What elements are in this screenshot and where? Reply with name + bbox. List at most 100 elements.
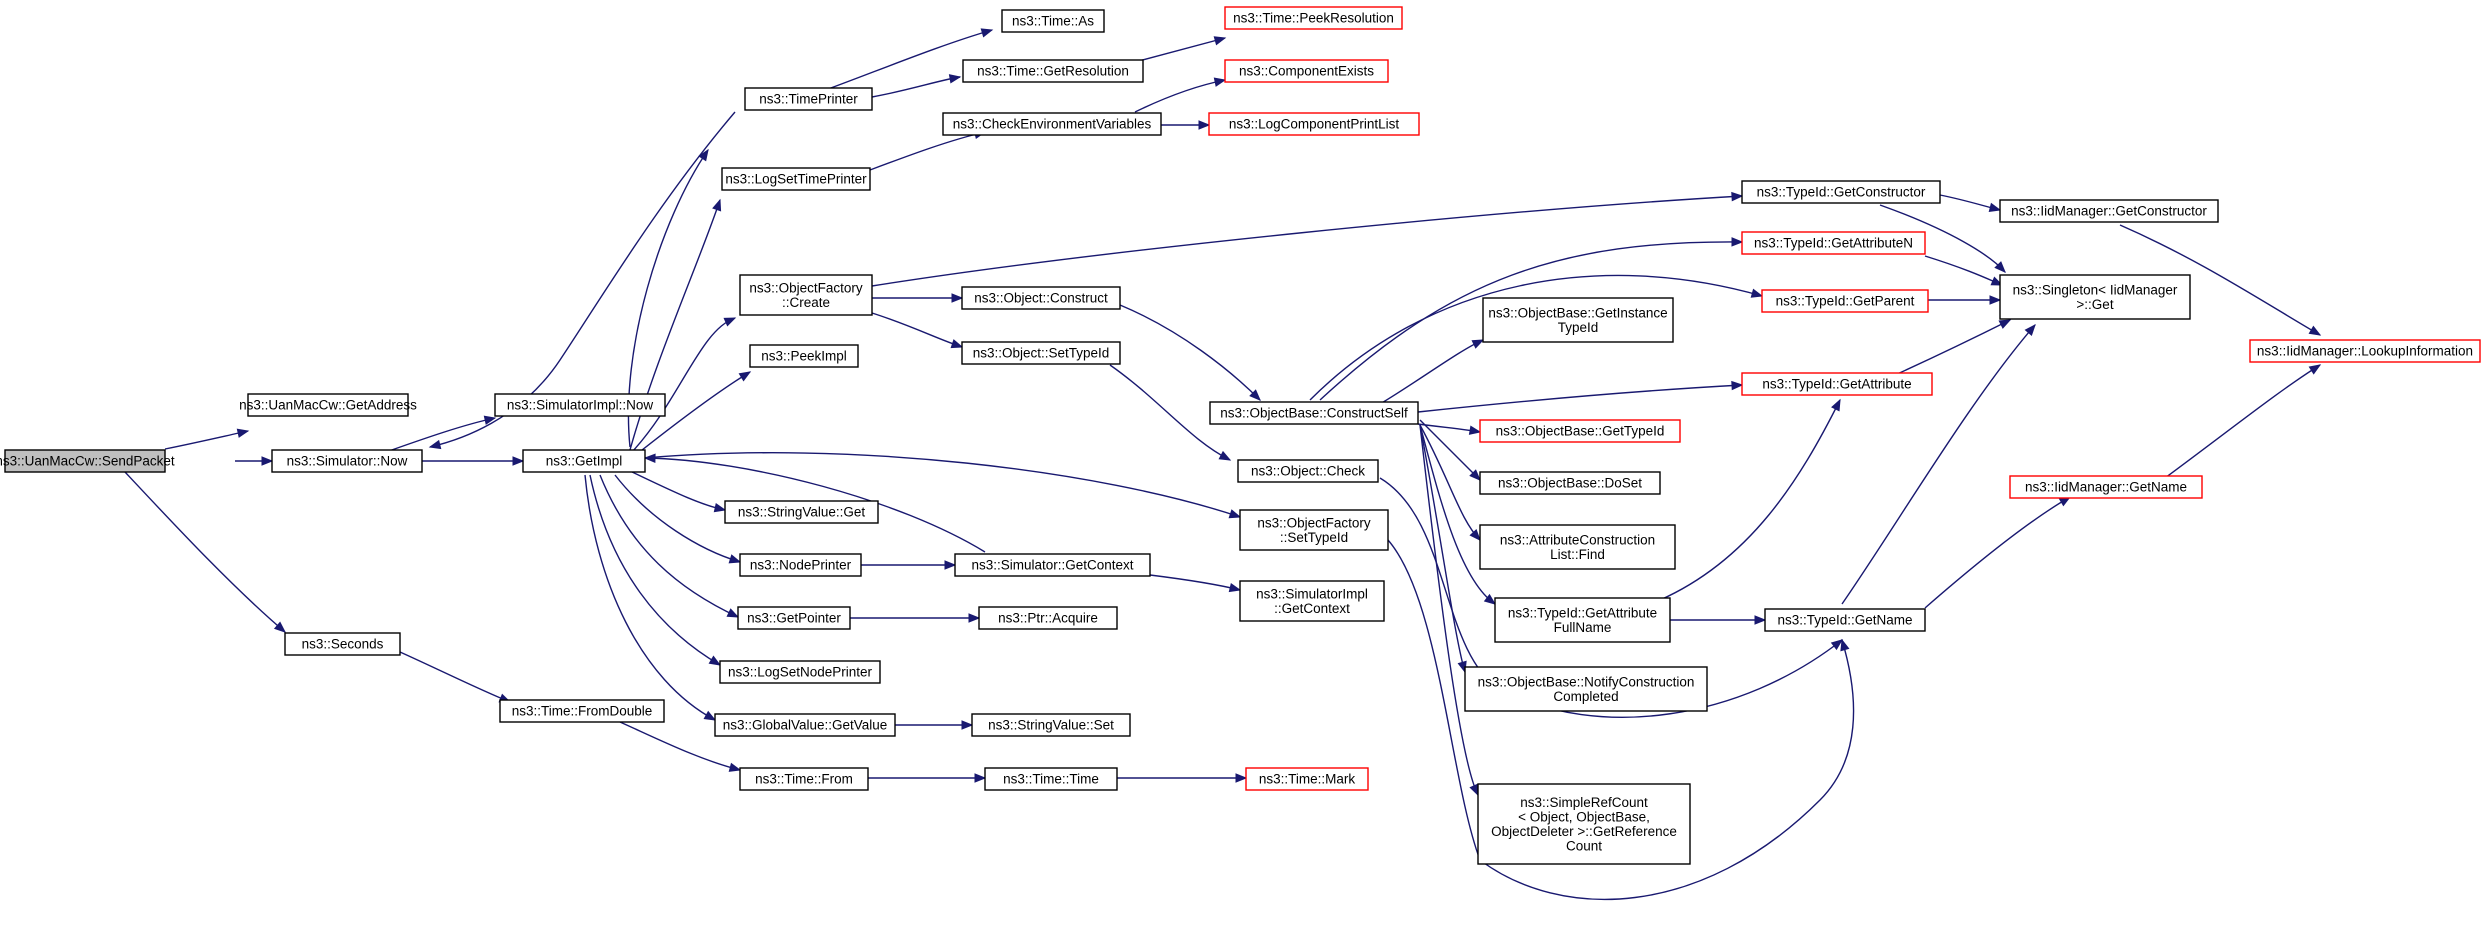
edge-getimpl-stringvalueget [629,470,726,511]
edge-objectconstruct-constructself [1119,304,1261,401]
node-timemark[interactable]: ns3::Time::Mark [1245,767,1369,791]
node-label: ns3::StringValue::Get [738,505,866,520]
node-seconds[interactable]: ns3::Seconds [284,632,401,656]
edge-arrowhead [950,339,964,349]
node-label: ns3::UanMacCw::GetAddress [239,398,417,413]
node-timepeekresolution[interactable]: ns3::Time::PeekResolution [1224,6,1403,30]
node-box [714,713,896,737]
node-label: ns3::IidManager::GetName [2025,480,2187,495]
node-box [1001,9,1105,33]
node-objbasenotifyconstruction[interactable]: ns3::ObjectBase::NotifyConstructionCompl… [1464,666,1708,712]
edge-constructself-typeidgetattributefullname [1419,424,1496,605]
node-typeidgetname[interactable]: ns3::TypeId::GetName [1764,608,1926,632]
node-checkenv[interactable]: ns3::CheckEnvironmentVariables [942,112,1162,136]
node-label: ns3::Time::PeekResolution [1233,11,1394,26]
node-box [4,449,166,473]
edge-arrowhead [980,28,994,38]
edge-arrowhead [726,608,740,618]
node-ptracquire[interactable]: ns3::Ptr::Acquire [978,606,1118,630]
edge-getimpl-objfactorycreate [631,317,736,453]
node-label: ns3::TypeId::GetConstructor [1757,185,1926,200]
node-stringvalueset[interactable]: ns3::StringValue::Set [971,713,1131,737]
edge-arrowhead [1731,237,1744,247]
node-simimplnow[interactable]: ns3::SimulatorImpl::Now [494,393,666,417]
node-timeprinter[interactable]: ns3::TimePrinter [744,87,873,111]
node-objectconstruct[interactable]: ns3::Object::Construct [961,286,1121,310]
node-label: ns3::SimpleRefCount [1520,795,1648,810]
node-timefromdouble[interactable]: ns3::Time::FromDouble [499,699,665,723]
edge-arrowhead [1483,593,1497,605]
node-box [494,393,666,417]
node-label: ns3::ObjectBase::GetInstance [1488,305,1667,320]
node-logsettimeprinter[interactable]: ns3::LogSetTimePrinter [721,167,871,191]
node-box [247,393,409,417]
node-box [749,344,859,368]
node-componentexists[interactable]: ns3::ComponentExists [1224,59,1389,83]
node-getimpl[interactable]: ns3::GetImpl [522,449,646,473]
edge-iidmanagergetconstructor-iidmanagerlookup [2119,224,2321,336]
node-getpointer[interactable]: ns3::GetPointer [737,606,851,630]
node-objfactorycreate[interactable]: ns3::ObjectFactory::Create [739,274,873,316]
node-objectsettypeid[interactable]: ns3::Object::SetTypeId [961,341,1121,365]
node-objbaseconstructself[interactable]: ns3::ObjectBase::ConstructSelf [1209,401,1419,425]
node-iidmanagerlookup[interactable]: ns3::IidManager::LookupInformation [2249,339,2481,363]
node-label: ::Create [782,295,830,310]
node-box [1764,608,1926,632]
node-timetime[interactable]: ns3::Time::Time [984,767,1118,791]
edge-arrowhead [1830,639,1844,651]
node-typeidgetattribute[interactable]: ns3::TypeId::GetAttribute [1741,372,1933,396]
node-objfactorysettypeid[interactable]: ns3::ObjectFactory::SetTypeId [1239,509,1389,551]
node-label: ns3::Object::Check [1251,464,1365,479]
node-peekimpl[interactable]: ns3::PeekImpl [749,344,859,368]
node-simnow[interactable]: ns3::Simulator::Now [271,449,423,473]
node-typeidgetparent[interactable]: ns3::TypeId::GetParent [1761,289,1929,313]
edge-timeprinter-timeas [819,29,993,93]
edge-constructself-typeidgetattributen [1319,241,1743,401]
node-simimplgetcontext[interactable]: ns3::SimulatorImpl::GetContext [1239,580,1385,622]
node-label: ns3::TypeId::GetParent [1776,294,1915,309]
edge-timeprinter-gettimeresolution [871,76,961,98]
node-iidmanagergetconstructor[interactable]: ns3::IidManager::GetConstructor [1999,199,2219,223]
node-typeidgetconstructor[interactable]: ns3::TypeId::GetConstructor [1741,180,1941,204]
edge-arrowhead [728,554,742,564]
edge-objfactorysettypeid-typeidgetname [1387,539,1855,901]
node-box [1239,509,1389,551]
edge-sendpacket-seconds [124,471,286,633]
node-objbasegettypeid[interactable]: ns3::ObjectBase::GetTypeId [1479,419,1681,443]
node-timeas[interactable]: ns3::Time::As [1001,9,1105,33]
node-box [1208,112,1420,136]
node-label: ns3::GlobalValue::GetValue [723,718,888,733]
edge-seconds-timefromdouble [399,651,511,703]
node-simgetcontext[interactable]: ns3::Simulator::GetContext [954,553,1151,577]
node-box [1239,580,1385,622]
node-box [1999,199,2219,223]
edge-objfactorycreate-typeidgetconstructor [871,195,1743,287]
node-box [724,500,879,524]
node-objectcheck[interactable]: ns3::Object::Check [1237,459,1379,483]
node-simplerefcount[interactable]: ns3::SimpleRefCount< Object, ObjectBase,… [1477,783,1691,865]
node-singletonget[interactable]: ns3::Singleton< IidManager >::Get [1999,274,2191,320]
node-getaddress[interactable]: ns3::UanMacCw::GetAddress [239,393,417,417]
edge-arrowhead [1994,261,2006,273]
node-label: ns3::Ptr::Acquire [998,611,1098,626]
node-stringvalueget[interactable]: ns3::StringValue::Get [724,500,879,524]
node-objbasedoset[interactable]: ns3::ObjectBase::DoSet [1479,471,1661,495]
node-label: ns3::SimulatorImpl [1256,586,1368,601]
edge-arrowhead [1468,425,1482,435]
node-typeidgetattributen[interactable]: ns3::TypeId::GetAttributeN [1741,231,1926,255]
node-sendpacket[interactable]: ns3::UanMacCw::SendPacket [0,449,175,473]
node-globalvaluegetvalue[interactable]: ns3::GlobalValue::GetValue [714,713,896,737]
node-logcomponentprintlist[interactable]: ns3::LogComponentPrintList [1208,112,1420,136]
node-timefrom[interactable]: ns3::Time::From [739,767,869,791]
node-box [1741,231,1926,255]
node-box [2009,475,2203,499]
node-logsetnodeprinter[interactable]: ns3::LogSetNodePrinter [719,660,881,684]
node-nodeprinter[interactable]: ns3::NodePrinter [739,553,862,577]
node-timegetresolution[interactable]: ns3::Time::GetResolution [962,59,1144,83]
edge-arrowhead [1750,288,1764,298]
node-iidmanagergetname[interactable]: ns3::IidManager::GetName [2009,475,2203,499]
edge-arrowhead [1213,77,1227,87]
